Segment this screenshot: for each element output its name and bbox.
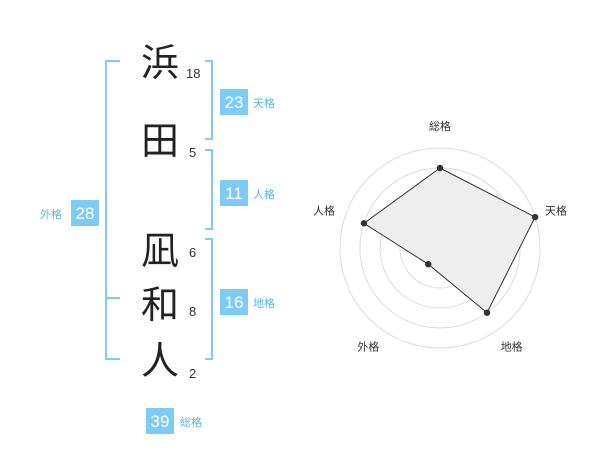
- name-char-4: 和: [141, 283, 179, 327]
- radar-point-3: [483, 309, 491, 316]
- name-char-1: 浜: [141, 41, 179, 85]
- radar-point-1: [436, 164, 444, 172]
- radar-axis-label-5: 人格: [313, 203, 335, 217]
- radar-point-4: [425, 260, 432, 268]
- stroke-count-1: 18: [186, 66, 200, 81]
- soukaku-value: 39: [151, 412, 170, 431]
- name-column: 浜 田 凪 和 人 18 5 6 8 2: [141, 41, 200, 383]
- jinkaku-value: 11: [225, 184, 243, 203]
- name-char-5: 人: [141, 339, 179, 383]
- radar-axis-label-3: 地格: [501, 340, 523, 354]
- radar-axis-label-2: 天格: [545, 203, 567, 217]
- stroke-count-5: 2: [189, 366, 196, 381]
- radar-axis-label-1: 総格: [429, 119, 451, 133]
- name-char-2: 田: [141, 119, 179, 163]
- stroke-count-4: 8: [189, 304, 196, 319]
- radar-axis-label-4: 外格: [357, 340, 379, 354]
- stroke-count-3: 6: [189, 245, 196, 260]
- soukaku-label: 総格: [180, 415, 202, 429]
- tenkaku-badge: 23 天格: [220, 89, 275, 115]
- tenkaku-bracket: [205, 60, 213, 140]
- radar-points: [360, 164, 539, 316]
- jinkaku-label: 人格: [253, 187, 275, 201]
- radar-area: [363, 167, 536, 314]
- gaikaku-label: 外格: [40, 207, 62, 221]
- tenkaku-label: 天格: [253, 96, 275, 110]
- jinkaku-badge: 11 人格: [220, 180, 275, 206]
- stroke-count-2: 5: [189, 145, 196, 160]
- gaikaku-value: 28: [76, 204, 95, 223]
- jinkaku-bracket: [205, 149, 213, 230]
- radar-point-5: [360, 220, 368, 227]
- gaikaku-badge: 28 外格: [40, 200, 99, 226]
- chikaku-value: 16: [225, 293, 244, 312]
- name-char-3: 凪: [141, 229, 179, 273]
- soukaku-badge: 39 総格: [146, 408, 202, 434]
- radar-ring-5: [339, 147, 541, 349]
- radar-point-2: [531, 213, 539, 221]
- chikaku-label: 地格: [253, 296, 275, 310]
- chikaku-badge: 16 地格: [220, 289, 275, 315]
- brackets: [105, 60, 213, 360]
- gaikaku-bracket: [105, 60, 120, 360]
- tenkaku-value: 23: [225, 93, 244, 112]
- chikaku-bracket: [205, 238, 213, 360]
